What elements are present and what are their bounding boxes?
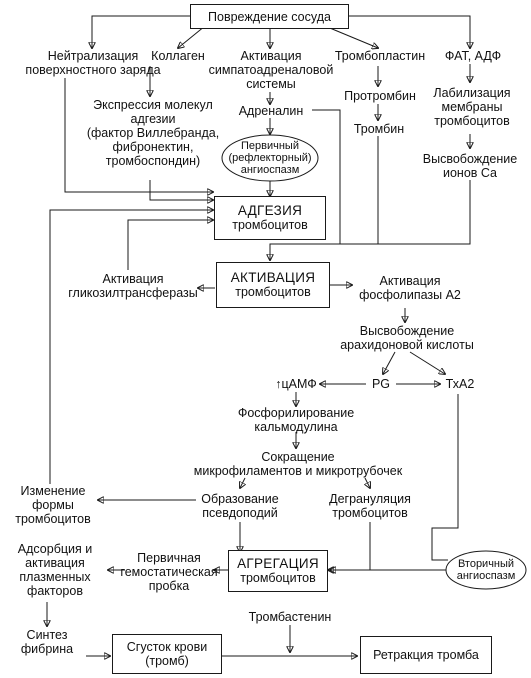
adrenaline-label: Адреналин [238, 104, 304, 118]
clot-box: Сгусток крови (тромб) [112, 634, 222, 674]
calmodulin-label: Фосфорилирование кальмодулина [237, 406, 355, 434]
clot-subtitle: (тромб) [145, 654, 189, 668]
retraction-label: Ретракция тромба [373, 648, 479, 662]
thrombin-label: Тромбин [353, 122, 405, 136]
arrow-ca-activation [270, 180, 471, 260]
arrow-arachidonic-txa2 [409, 351, 445, 374]
arrow-damage-thromboplastin [324, 25, 378, 48]
arachidonic-label: Высвобождение арахидоновой кислоты [340, 324, 474, 352]
thromboplastin-label: Тромбопластин [334, 49, 426, 63]
primary-spasm-ellipse [221, 134, 319, 182]
fat-adf-label: ФАТ, АДФ [444, 49, 502, 63]
neutralization-label: Нейтрализация поверхностного заряда [25, 49, 161, 77]
adhesion-title: АДГЕЗИЯ [237, 203, 303, 218]
aggregation-box: АГРЕГАЦИЯ тромбоцитов [228, 550, 328, 592]
degranulation-label: Дегрануляция тромбоцитов [329, 492, 411, 520]
primary-plug-label: Первичная гемостатическая пробка [120, 551, 218, 593]
sympathetic-activation-label: Активация симпатоадреналовой системы [208, 49, 334, 91]
arrow-damage-fat [349, 15, 470, 48]
secondary-spasm-label: Вторичный ангиоспазм [456, 558, 516, 582]
adhesion-molecules-label: Экспрессия молекул адгезии (фактор Вилле… [86, 98, 220, 168]
vascular-damage-box: Повреждение сосуда [190, 4, 349, 29]
primary-spasm-label: Первичный (рефлекторный) ангиоспазм [228, 140, 312, 176]
contraction-label: Сокращение микрофиламентов и микротрубоч… [193, 450, 403, 478]
secondary-spasm-ellipse [445, 550, 527, 590]
arrow-contraction-pseudopodia [240, 477, 245, 488]
activation-subtitle: тромбоцитов [235, 285, 311, 299]
ca-release-label: Высвобождение ионов Са [422, 152, 518, 180]
arrow-contraction-degranulation [365, 477, 370, 488]
arrow-damage-neutralization [92, 15, 190, 48]
arrow-degranulation-aggregation [328, 522, 371, 570]
pseudopodia-label: Образование псевдоподий [201, 492, 279, 520]
phospholipase-label: Активация фосфолипазы А2 [359, 274, 461, 302]
arrow-glycosyl-adhesion [127, 220, 213, 270]
arrow-shape-adhesion [49, 210, 213, 484]
vascular-damage-label: Повреждение сосуда [208, 9, 331, 24]
activation-title: АКТИВАЦИЯ [230, 270, 316, 285]
pg-label: PG [371, 377, 391, 391]
arrow-arachidonic-pg [383, 351, 396, 374]
fibrin-label: Синтез фибрина [20, 628, 74, 656]
arrow-txa2-secondary [431, 394, 459, 561]
shape-change-label: Изменение формы тромбоцитов [15, 484, 91, 526]
txa2-label: ТхА2 [445, 377, 475, 391]
glycosyltransferase-label: Активация гликозилтрансферазы [68, 272, 198, 300]
aggregation-title: АГРЕГАЦИЯ [237, 556, 319, 571]
aggregation-subtitle: тромбоцитов [240, 571, 316, 585]
arrow-neutralization-adhesion [64, 78, 213, 192]
camp-label: ↑цАМФ [275, 377, 317, 391]
collagen-label: Коллаген [151, 49, 205, 63]
labilization-label: Лабилизация мембраны тромбоцитов [433, 86, 511, 128]
adhesion-box: АДГЕЗИЯ тромбоцитов [214, 196, 326, 240]
retraction-box: Ретракция тромба [360, 636, 492, 674]
activation-box: АКТИВАЦИЯ тромбоцитов [216, 262, 330, 308]
adsorption-label: Адсорбция и активация плазменных факторо… [17, 542, 93, 598]
adhesion-subtitle: тромбоцитов [232, 218, 308, 232]
clot-title: Сгусток крови [126, 640, 208, 654]
arrow-adrenaline-activation [312, 109, 341, 230]
thrombastenin-label: Тромбастенин [248, 610, 332, 624]
arrow-damage-collagen [178, 25, 206, 48]
prothrombin-label: Протромбин [344, 89, 416, 103]
arrow-molecules-adhesion [149, 180, 213, 200]
